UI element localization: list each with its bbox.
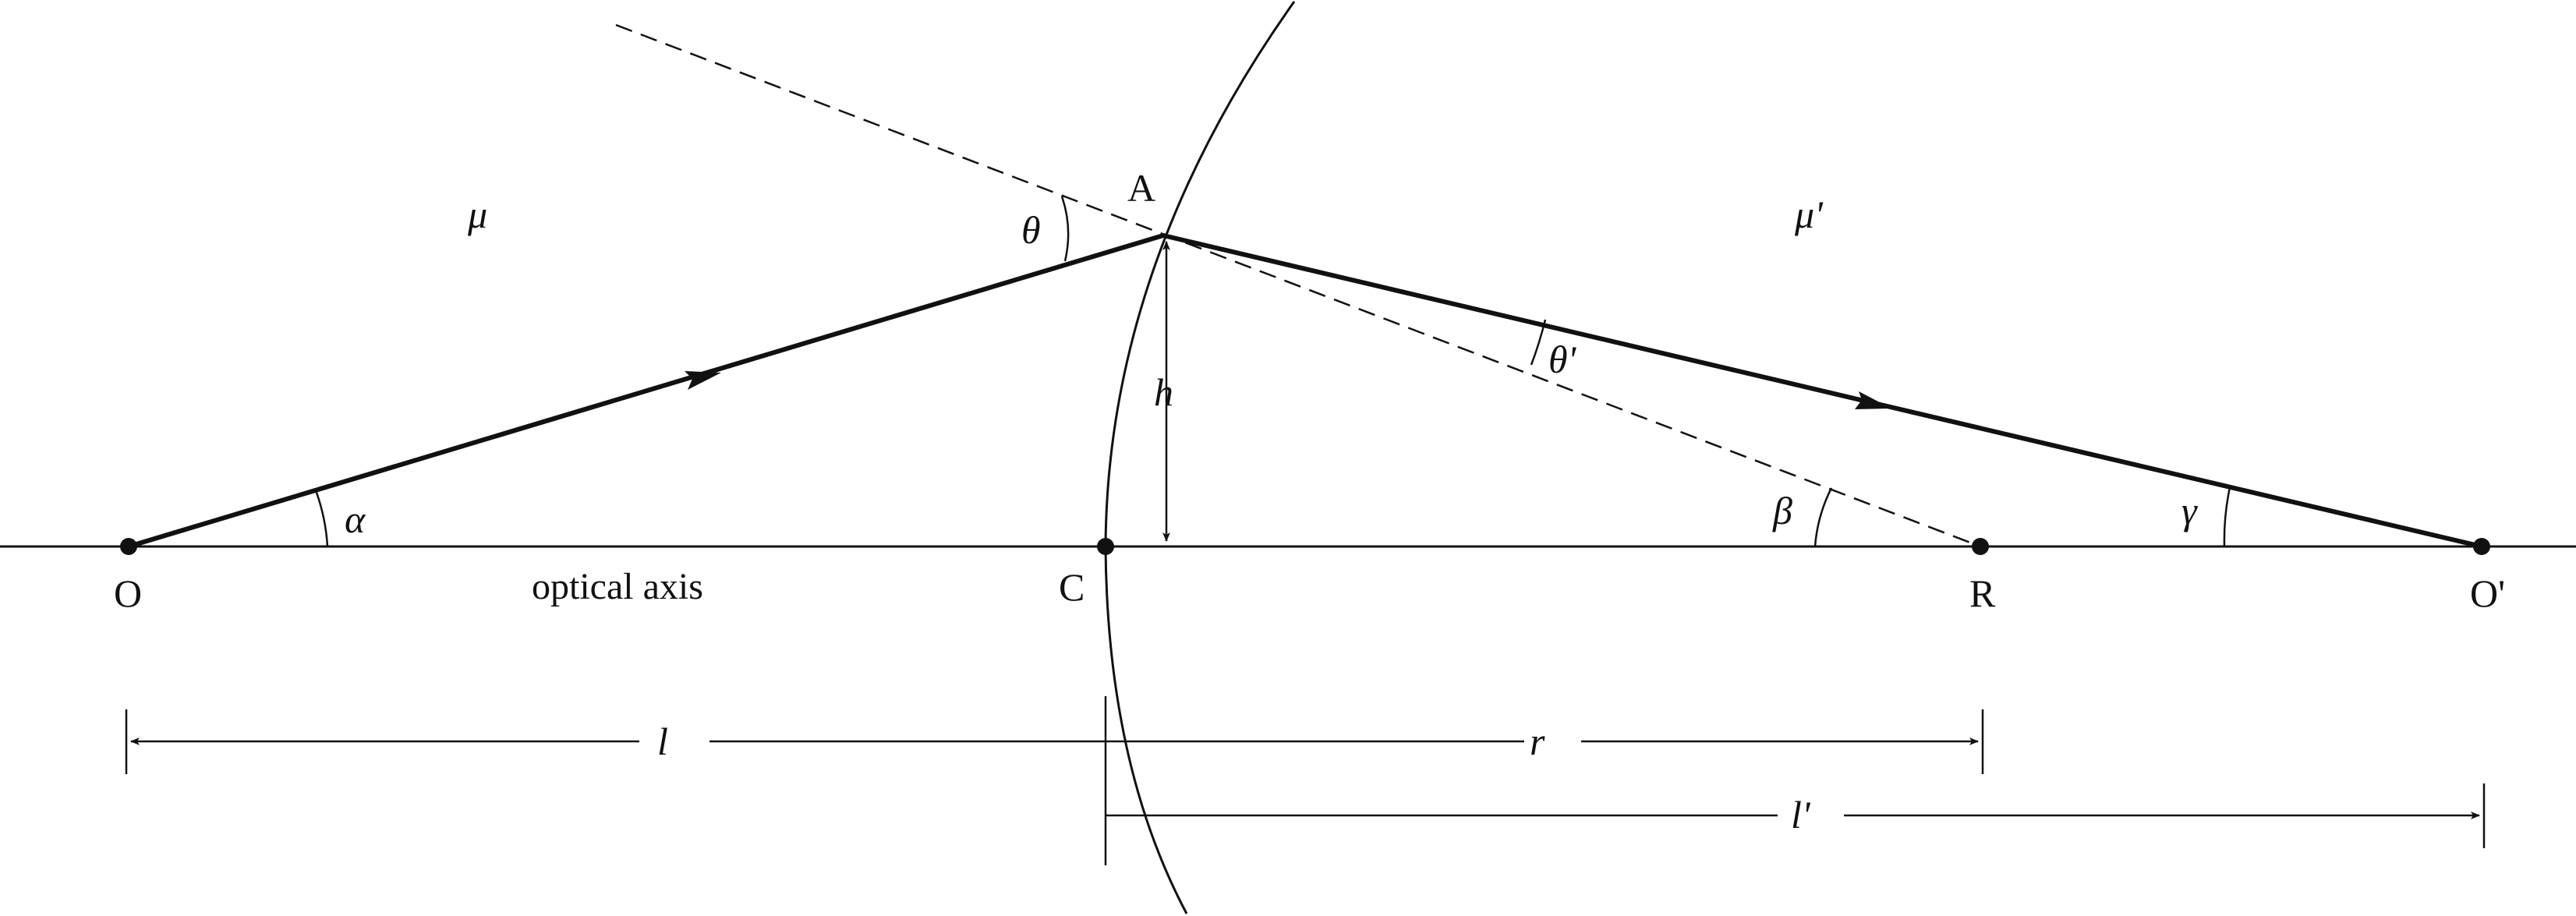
angle-theta-label: θ (1021, 208, 1041, 252)
point-O-prime-label: O' (2470, 571, 2505, 615)
distance-l-label: l (657, 720, 668, 763)
angle-gamma-arc (2223, 486, 2231, 547)
incident-ray-arrow (685, 371, 721, 390)
angle-beta-label: β (1772, 489, 1792, 532)
angle-beta-arc (1813, 487, 1833, 547)
surface-normal-dashed (615, 23, 1981, 548)
distance-r-label: r (1530, 720, 1545, 763)
point-A-label: A (1127, 166, 1155, 210)
medium-right-label: μ' (1794, 193, 1824, 236)
angle-theta-prime-label: θ' (1548, 338, 1577, 381)
point-C-dot (1097, 538, 1114, 555)
angle-theta-prime-arc (1530, 319, 1547, 366)
refracted-ray-arrow (1855, 391, 1891, 409)
point-O-prime-dot (2473, 538, 2490, 555)
distance-l-prime-label: l' (1791, 793, 1811, 836)
point-R-dot (1972, 538, 1989, 555)
point-R-label: R (1969, 571, 1996, 615)
point-O-dot (120, 538, 137, 555)
angle-theta-arc (1060, 196, 1070, 262)
incident-ray (128, 233, 1164, 549)
refracted-ray (1162, 233, 2482, 549)
refracting-surface (1104, 1, 1296, 914)
angle-alpha-arc (314, 490, 329, 547)
medium-left-label: μ (467, 193, 487, 236)
point-O-label: O (114, 571, 142, 615)
optical-axis-label: optical axis (532, 566, 703, 607)
point-C-label: C (1059, 565, 1085, 609)
angle-alpha-label: α (345, 497, 366, 541)
height-h-label: h (1154, 370, 1173, 414)
angle-gamma-label: γ (2181, 489, 2198, 532)
